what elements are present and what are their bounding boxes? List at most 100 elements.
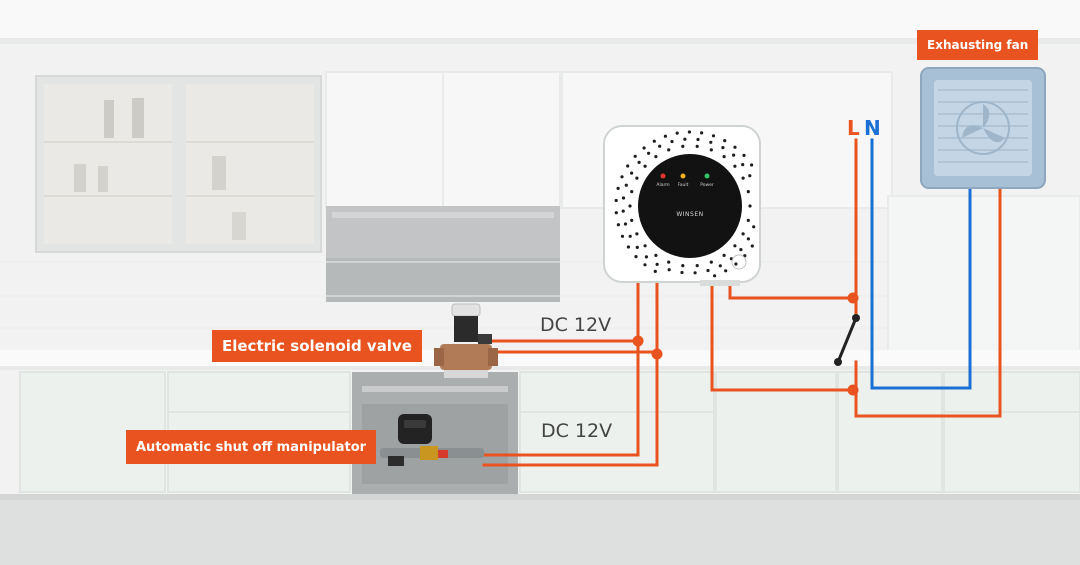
grille-dot xyxy=(616,186,620,190)
tall-cabinet xyxy=(887,195,1080,357)
grille-dot xyxy=(741,232,745,236)
grille-dot xyxy=(635,245,639,249)
grille-dot xyxy=(621,209,625,213)
grille-dot xyxy=(635,176,639,180)
grille-dot xyxy=(654,253,658,257)
grille-dot xyxy=(643,263,647,267)
grille-dot xyxy=(709,140,713,144)
grille-dot xyxy=(633,154,637,158)
grille-dot xyxy=(681,144,685,148)
grille-dot xyxy=(687,130,692,134)
grille-dot xyxy=(746,190,750,194)
grille-dot xyxy=(642,146,646,150)
grille-dot xyxy=(616,223,621,227)
grille-dot xyxy=(621,196,626,200)
grille-dot xyxy=(700,131,704,135)
grille-dot xyxy=(667,268,671,272)
grille-dot xyxy=(734,262,738,266)
grille-dot xyxy=(644,255,649,259)
grille-dot xyxy=(709,148,713,152)
grille-dot xyxy=(746,237,751,241)
oven xyxy=(352,372,518,494)
neutral-line-label: N xyxy=(864,116,881,140)
grille-dot xyxy=(637,160,641,164)
grille-dot xyxy=(723,139,727,143)
grille-dot xyxy=(626,245,631,249)
grille-dot xyxy=(623,222,628,226)
grille-dot xyxy=(647,151,651,155)
countertop-edge xyxy=(0,366,1080,370)
shutoff-manipulator xyxy=(380,414,484,466)
junction-dot xyxy=(651,348,663,360)
solenoid-valve xyxy=(434,303,498,378)
grille-dot xyxy=(713,274,717,278)
ceiling xyxy=(0,0,1080,42)
grille-dot xyxy=(626,164,630,168)
solenoid-valve-label: Electric solenoid valve xyxy=(212,330,422,362)
grille-dot xyxy=(718,264,722,268)
grille-dot xyxy=(695,264,699,268)
grille-dot xyxy=(630,218,634,222)
detector-brand: WINSEN xyxy=(676,211,703,218)
grille-dot xyxy=(630,171,634,175)
grille-dot xyxy=(733,164,737,168)
grille-dot xyxy=(628,234,632,238)
exhaust-fan xyxy=(920,67,1046,189)
grille-dot xyxy=(741,163,745,167)
grille-dot xyxy=(620,175,624,179)
grille-dot xyxy=(658,144,662,148)
alarm-led xyxy=(660,173,666,179)
relay-wire-b xyxy=(710,280,855,392)
grille-dot xyxy=(722,155,726,159)
junction-dot xyxy=(847,384,859,396)
grille-dot xyxy=(655,262,659,266)
gas-detector: Alarm Fault Power WINSEN xyxy=(603,125,761,286)
grille-dot xyxy=(667,260,671,264)
grille-dot xyxy=(695,144,699,148)
grille-dot xyxy=(643,164,647,168)
grille-dot xyxy=(742,153,746,157)
grille-dot xyxy=(628,204,632,208)
grille-dot xyxy=(675,131,679,135)
grille-dot xyxy=(670,139,674,144)
range-hood xyxy=(326,206,560,302)
grille-dot xyxy=(681,264,685,268)
detector-terminals xyxy=(700,280,740,286)
fault-led xyxy=(680,173,686,179)
grille-dot xyxy=(706,268,710,273)
grille-dot xyxy=(693,271,697,275)
exhausting-fan-label: Exhausting fan xyxy=(917,30,1039,60)
power-indicator-label: Power xyxy=(700,182,714,188)
grille-dot xyxy=(732,153,736,157)
grille-dot xyxy=(696,137,700,142)
grille-dot xyxy=(739,248,743,252)
grille-dot xyxy=(724,269,728,273)
grille-dot xyxy=(624,183,628,187)
wires xyxy=(458,138,1002,467)
grille-dot xyxy=(614,198,618,203)
grille-dot xyxy=(733,145,737,149)
grille-dot xyxy=(635,232,639,236)
grille-dot xyxy=(748,174,752,178)
plinth xyxy=(0,494,1080,500)
junction-dot xyxy=(632,335,644,347)
ceiling-trim xyxy=(0,38,1080,44)
grille-dot xyxy=(654,155,658,159)
manipulator-wire-a xyxy=(458,339,640,457)
grille-dot xyxy=(663,134,668,138)
shutoff-manipulator-label: Automatic shut off manipulator xyxy=(126,430,377,464)
neutral-line xyxy=(870,138,972,390)
grille-dot xyxy=(752,225,756,229)
grille-dot xyxy=(748,204,752,208)
dc-voltage-label-bottom: DC 12V xyxy=(541,420,613,442)
grille-dot xyxy=(709,260,713,264)
relay-switch xyxy=(834,314,860,366)
grille-dot xyxy=(667,148,671,152)
grille-dot xyxy=(653,269,657,273)
grille-dot xyxy=(630,190,634,194)
fault-indicator-label: Fault xyxy=(678,182,689,188)
grille-dot xyxy=(741,176,745,180)
